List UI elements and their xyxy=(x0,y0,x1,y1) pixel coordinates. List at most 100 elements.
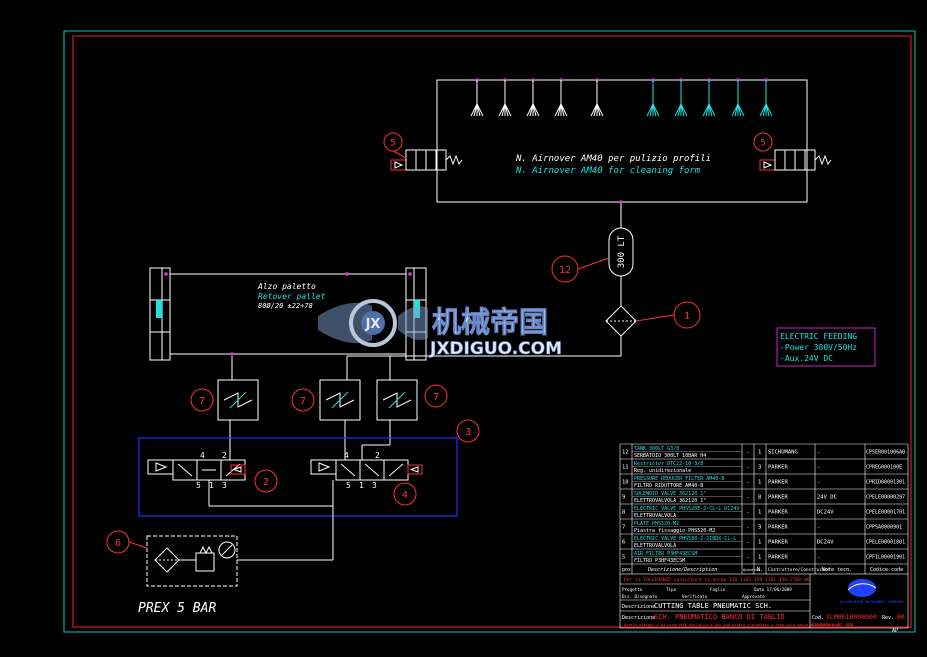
bom-count: 1 xyxy=(758,555,761,561)
bom-code: CPREG000100E xyxy=(866,465,902,471)
valve-right-port-1: 1 xyxy=(359,481,364,490)
bom-maker: SICHUMANG xyxy=(768,450,798,456)
bom-count: 1 xyxy=(758,510,761,516)
bom-note: - xyxy=(817,450,820,456)
bom-count: 3 xyxy=(758,465,761,471)
callout-circle-7-left xyxy=(190,388,214,412)
bom-code: CPRID00001301 xyxy=(866,480,905,486)
bom-desc-en: TANK 300LT G3/8 xyxy=(634,446,679,452)
nozzle-3 xyxy=(526,78,540,117)
bom-header-code: Codice code xyxy=(870,567,903,573)
bom-count: 1 xyxy=(758,450,761,456)
filter-regulator-unit xyxy=(146,535,238,587)
bom-maker: PARKER xyxy=(768,555,789,561)
nozzle-2 xyxy=(498,78,512,117)
bom-note: - xyxy=(817,555,820,561)
bom-desc-en: SOLENOID VALVE 362120 1" xyxy=(634,491,706,497)
description-it-label: Descrizione xyxy=(622,615,655,621)
rev-value: 00 xyxy=(897,613,905,621)
bom-count: 8 xyxy=(758,495,761,501)
electric-feeding-title: ELECTRIC FEEDING xyxy=(780,332,857,341)
bom-count: 1 xyxy=(758,540,761,546)
callout-circle-2 xyxy=(254,469,278,493)
bom-maker: PARKER xyxy=(768,540,789,546)
pallet-text-code: 80Ø/20 ±22+78 xyxy=(258,302,313,310)
bom-pos: 10 xyxy=(622,480,629,486)
bom-maker: PARKER xyxy=(768,465,789,471)
bom-qty: - xyxy=(746,465,749,471)
bom-desc-it: Reg. unidirezionale xyxy=(634,468,691,474)
bom-code: CPELE00000297 xyxy=(866,495,905,501)
nozzle-10 xyxy=(759,78,773,117)
bom-desc-it: Piastra fissaggio PHS520-M2 xyxy=(634,528,715,534)
valve-left-port-1: 1 xyxy=(209,481,214,490)
bom-desc-it: FILTRO RIDUTTORE AM40-B xyxy=(634,483,703,489)
pallet-text-it: Alzo paletto xyxy=(257,282,316,291)
description-en: CUTTING TABLE PNEUMATIC SCH. xyxy=(654,602,772,610)
code-value: ILM0E10008000 xyxy=(826,613,877,621)
inner-frame xyxy=(72,35,912,628)
bom-qty: - xyxy=(746,510,749,516)
electric-feeding-line-1: -Power 380V/50Hz xyxy=(780,343,857,352)
bom-note: 24V DC xyxy=(817,495,837,501)
nozzle-box-text-en: N. Airnover AM40 for cleaning form xyxy=(515,166,701,176)
drawing-field: Verificato xyxy=(682,594,708,599)
bom-count: 1 xyxy=(758,480,761,486)
bom-note: - xyxy=(817,525,820,531)
bom-note: - xyxy=(817,465,820,471)
code-label: Cod. xyxy=(812,615,824,621)
bom-maker: PARKER xyxy=(768,510,789,516)
bom-qty: - xyxy=(746,555,749,561)
bom-desc-en: AIR FILTER P3HF43ECSM xyxy=(634,551,697,557)
bom-qty: - xyxy=(746,525,749,531)
nozzle-4 xyxy=(554,78,568,117)
valve-left-port-4: 4 xyxy=(200,451,205,460)
ownership-footer: Questo disegno è di proprietà esclusiva … xyxy=(624,623,840,627)
bom-pos: 6 xyxy=(622,540,625,546)
bom-desc-en: ELECTRIC VALVE PHS520E-2-CL-L DC24V xyxy=(634,506,739,512)
jxdiguo-watermark-logo: JX xyxy=(318,299,428,347)
header-solenoid-valve-right xyxy=(759,149,832,171)
nozzle-box-text-it: N. Airnover AM40 per pulizio profili xyxy=(515,154,711,164)
callout-circle-7-mid xyxy=(291,388,315,412)
nozzle-7 xyxy=(674,78,688,117)
bom-desc-it: ELETTROVALVOLA xyxy=(634,513,676,519)
callout-label-7-left: 7 xyxy=(199,396,205,407)
nozzle-6 xyxy=(646,78,660,117)
bom-qty: - xyxy=(746,450,749,456)
pallet-text-en: Retover pallet xyxy=(258,292,326,301)
bom-count: 3 xyxy=(758,525,761,531)
flow-control-valve-right xyxy=(376,379,418,421)
bom-pos: 9 xyxy=(622,495,625,501)
header-solenoid-valve-left xyxy=(390,149,463,171)
watermark-cn-text: 机械帝国 xyxy=(432,305,548,339)
bom-desc-it: ELETTROVALVOLA xyxy=(634,543,676,549)
company-logo: ALLUMINIUM MACHINERY COMPANY xyxy=(840,579,905,604)
drawing-field: Dis. Disegnato xyxy=(622,594,658,599)
bom-code: CPPSA0000901 xyxy=(866,525,902,531)
description-it: SCH. PNEUMATICO BANCO DI TAGLIO xyxy=(654,613,785,621)
callout-label-1: 1 xyxy=(684,311,690,322)
callout-label-7-right: 7 xyxy=(433,392,439,403)
bom-note: DC24V xyxy=(817,510,834,516)
electric-feeding-box xyxy=(776,327,876,367)
callout-label-5-right: 5 xyxy=(760,139,765,149)
valve-right-port-4: 4 xyxy=(344,451,349,460)
bom-code: CPELE00001701 xyxy=(866,510,905,516)
nozzle-1 xyxy=(470,78,484,117)
drawing-field: Data 17/06/2009 xyxy=(754,587,792,592)
svg-text:JX: JX xyxy=(365,317,381,332)
bom-code: CPSER001006A0 xyxy=(866,450,905,456)
page-mark: AP xyxy=(892,628,898,634)
bom-code: CPELE00001801 xyxy=(866,540,905,546)
bom-qty: - xyxy=(746,540,749,546)
